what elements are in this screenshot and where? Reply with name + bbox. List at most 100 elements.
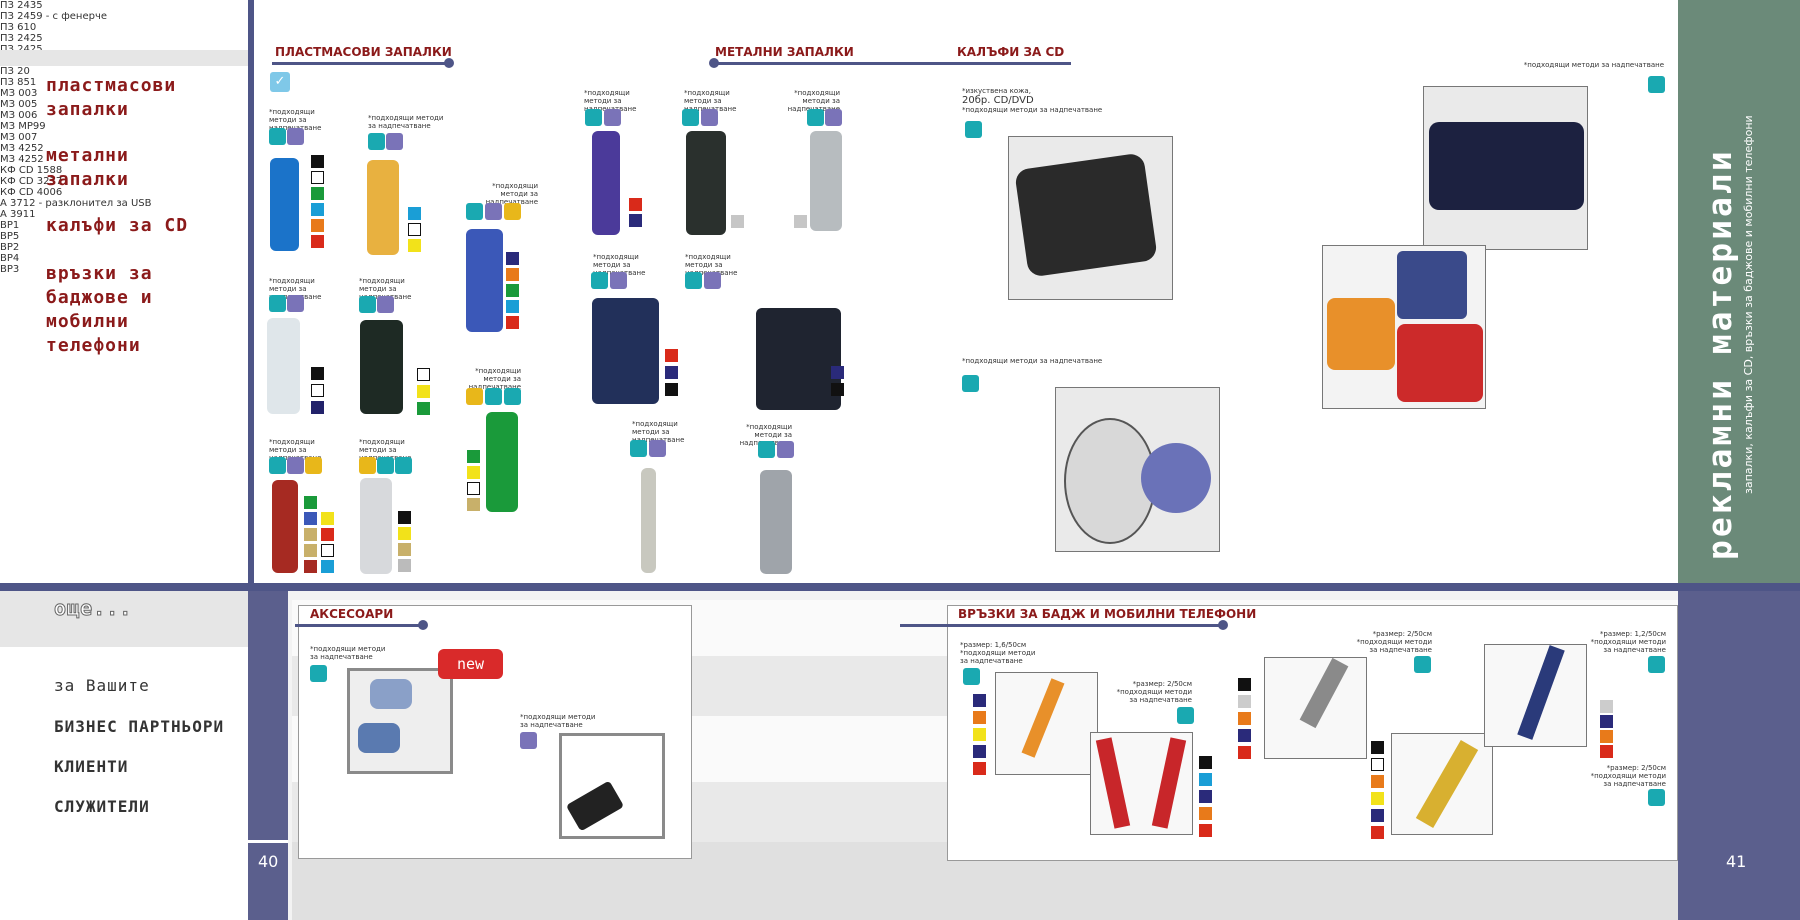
color-swatch xyxy=(1238,695,1251,708)
item-code: МЗ 4252 xyxy=(0,143,44,154)
print-method-icon xyxy=(649,440,666,457)
lower-left-bar xyxy=(248,591,288,920)
print-note: *подходящи методи за надпечатване xyxy=(368,114,444,130)
lighter-image xyxy=(686,131,726,235)
item-code: ПЗ 2459 - с фенерче xyxy=(0,11,108,22)
color-swatch xyxy=(1238,712,1251,725)
color-swatch xyxy=(398,559,411,572)
usb-flash-photo xyxy=(559,733,665,839)
print-note: *подходящи методи за надпечатване xyxy=(1523,61,1664,69)
color-swatch xyxy=(794,215,807,228)
color-swatch xyxy=(311,171,324,184)
item-desc: *изкуствена кожа, xyxy=(962,87,1031,95)
print-note: *подходящи методи за надпечатване xyxy=(960,649,1036,665)
section-dot-metal xyxy=(709,58,719,68)
check-icon: ✓ xyxy=(270,72,290,92)
color-swatch xyxy=(311,187,324,200)
color-swatch xyxy=(665,366,678,379)
color-swatch xyxy=(1600,745,1613,758)
item-code: ПЗ 2425 xyxy=(0,44,1800,55)
lighter-image xyxy=(466,229,503,332)
item-size: *размер: 2/50см xyxy=(1606,764,1666,772)
color-swatch xyxy=(973,694,986,707)
print-method-icon xyxy=(807,109,824,126)
nav-item-plastic[interactable]: пластмасови запалки xyxy=(46,75,177,120)
print-method-icon xyxy=(269,457,286,474)
color-swatch xyxy=(1199,773,1212,786)
color-swatch xyxy=(665,349,678,362)
print-method-icon xyxy=(1648,656,1665,673)
print-method-icon xyxy=(604,109,621,126)
color-swatch xyxy=(1371,758,1384,771)
color-swatch xyxy=(1371,741,1384,754)
print-method-icon xyxy=(704,272,721,289)
color-swatch xyxy=(506,284,519,297)
color-swatch xyxy=(1600,730,1613,743)
color-swatch xyxy=(321,560,334,573)
nav-item-cd[interactable]: калъфи за CD xyxy=(46,215,189,236)
color-swatch xyxy=(1371,826,1384,839)
color-swatch xyxy=(731,215,744,228)
cd-case-photo xyxy=(1423,86,1588,250)
left-divider xyxy=(248,0,254,585)
side-banner-subtitle: запалки, калъфи за CD, връзки за баджове… xyxy=(1742,115,1755,494)
nav-item-metal[interactable]: метални запалки xyxy=(46,145,129,190)
item-code: КФ CD 3237 xyxy=(0,176,63,187)
print-method-icon xyxy=(825,109,842,126)
print-method-icon xyxy=(630,440,647,457)
lanyard-photo xyxy=(1264,657,1367,759)
color-swatch xyxy=(1199,756,1212,769)
print-method-icon xyxy=(359,457,376,474)
item-size: *размер: 1,6/50см xyxy=(960,641,1027,649)
print-method-icon xyxy=(963,668,980,685)
print-method-icon xyxy=(1414,656,1431,673)
color-swatch xyxy=(1238,729,1251,742)
section-rule-lanyards xyxy=(900,624,1222,627)
item-code: МЗ 005 xyxy=(0,99,38,110)
item-code: ПЗ 610 xyxy=(0,22,37,33)
print-note: *подходящи методи за надпечатване xyxy=(520,713,596,729)
lanyard-photo xyxy=(995,672,1098,775)
print-method-icon xyxy=(287,128,304,145)
color-swatch xyxy=(321,528,334,541)
usb-hub-photo xyxy=(347,668,453,774)
cd-case-photo xyxy=(1322,245,1486,409)
print-method-icon xyxy=(610,272,627,289)
for-your-text: за Вашите xyxy=(54,676,150,695)
color-swatch xyxy=(304,544,317,557)
print-note: *подходящи методи за надпечатване xyxy=(310,645,386,661)
color-swatch xyxy=(304,528,317,541)
print-method-icon xyxy=(269,128,286,145)
section-rule-metal xyxy=(714,62,1071,65)
lighter-image xyxy=(270,158,299,251)
print-method-icon xyxy=(395,457,412,474)
color-swatch xyxy=(408,207,421,220)
lighter-image xyxy=(810,131,842,231)
color-swatch xyxy=(1199,824,1212,837)
color-swatch xyxy=(1600,715,1613,728)
print-method-icon xyxy=(685,272,702,289)
lighter-image xyxy=(641,468,656,573)
print-method-icon xyxy=(777,441,794,458)
print-method-icon xyxy=(504,203,521,220)
item-code: А 3712 - разклонител за USB xyxy=(0,198,152,209)
color-swatch xyxy=(311,235,324,248)
lighter-image xyxy=(272,480,298,573)
color-swatch xyxy=(321,544,334,557)
lighter-image xyxy=(360,320,403,414)
item-code: А 3911 xyxy=(0,209,36,220)
color-swatch xyxy=(304,512,317,525)
item-size: *размер: 1,2/50см xyxy=(1599,630,1666,638)
print-method-icon xyxy=(962,375,979,392)
lighter-image xyxy=(760,470,792,574)
nav-item-lanyards[interactable]: връзки за баджове и мобилни телефони xyxy=(46,263,153,356)
color-swatch xyxy=(1371,792,1384,805)
print-method-icon xyxy=(287,295,304,312)
color-swatch xyxy=(311,384,324,397)
color-swatch xyxy=(1371,775,1384,788)
lanyard-photo xyxy=(1484,644,1587,747)
item-code: МЗ МР99 xyxy=(0,121,46,132)
lanyard-photo xyxy=(1391,733,1493,835)
color-swatch xyxy=(506,300,519,313)
item-code: ПЗ 2435 xyxy=(0,0,43,11)
